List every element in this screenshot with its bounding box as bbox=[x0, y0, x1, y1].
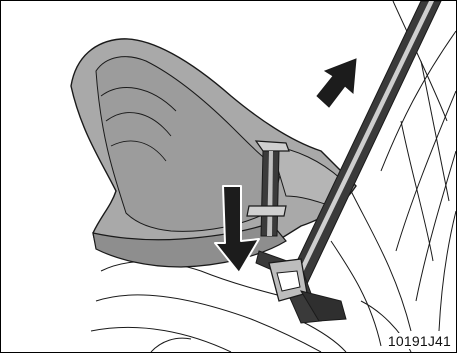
up-arrow-icon bbox=[317, 59, 356, 107]
figure-code-label: 10191J41 bbox=[387, 333, 452, 349]
